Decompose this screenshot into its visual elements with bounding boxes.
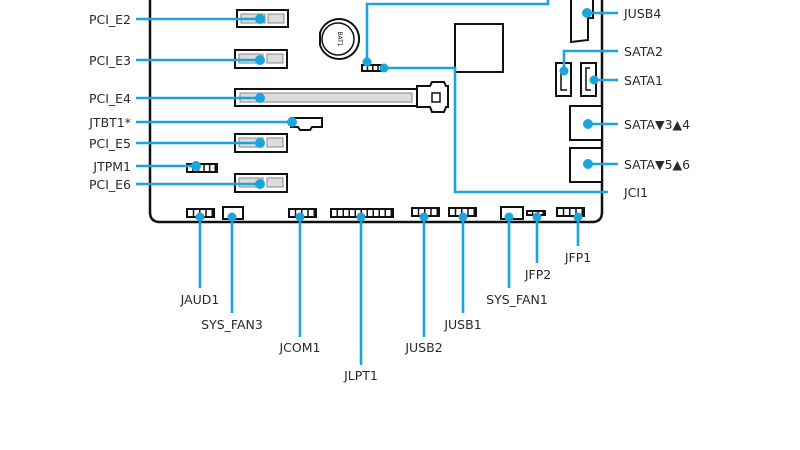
label-jtbt1: JTBT1* [88, 115, 131, 130]
connector-dots [191, 8, 599, 222]
label-jtpm1: JTPM1 [92, 159, 131, 174]
label-pci-e5: PCI_E5 [89, 136, 131, 151]
header-pin [199, 165, 204, 171]
header-pin [468, 209, 474, 215]
label-jfp2: JFP2 [524, 267, 551, 282]
header-pin [558, 209, 563, 215]
header-pin [344, 210, 349, 216]
label-pci-e2: PCI_E2 [89, 12, 131, 27]
pci-e4-slot [234, 81, 449, 113]
label-jusb2: JUSB2 [404, 340, 442, 355]
header-pin [373, 66, 378, 70]
header-pin [538, 212, 543, 214]
header-pin [194, 210, 199, 216]
label-sys-fan3: SYS_FAN3 [201, 317, 263, 332]
header-pin [528, 212, 532, 214]
header-pin [362, 210, 367, 216]
header-pin [380, 210, 385, 216]
label-sys-fan1: SYS_FAN1 [486, 292, 548, 307]
header-pin [308, 210, 314, 216]
header-pin [302, 210, 308, 216]
header-pin [386, 210, 391, 216]
label-pci-e3: PCI_E3 [89, 53, 131, 68]
label-jaud1: JAUD1 [180, 292, 220, 307]
header-pin [356, 210, 361, 216]
header-pin [450, 209, 455, 215]
header-pin [374, 210, 379, 216]
header-pin [368, 66, 372, 70]
battery-label: BAT1 [336, 31, 343, 46]
header-pin [290, 210, 295, 216]
label-jfp1: JFP1 [564, 250, 591, 265]
header-pin [350, 210, 355, 216]
board-outline [148, 0, 604, 224]
sata1-port [580, 62, 597, 97]
header-pin [564, 209, 569, 215]
label-sata34: SATA▼3▲4 [624, 117, 690, 132]
leader-lines [136, 0, 618, 365]
header-pin [338, 210, 343, 216]
header-pin [206, 210, 212, 216]
jtbt1-connector [290, 117, 323, 131]
battery-bat1: BAT1 [319, 18, 360, 60]
header-pin [188, 165, 193, 171]
header-pin [570, 209, 576, 215]
label-sata2: SATA2 [624, 44, 663, 59]
label-jusb4: JUSB4 [623, 6, 661, 21]
header-pin [462, 209, 468, 215]
header-pin [431, 209, 437, 215]
header-pin [200, 210, 206, 216]
label-sata1: SATA1 [624, 73, 663, 88]
label-jcom1: JCOM1 [279, 340, 321, 355]
label-jci1: JCI1 [623, 185, 648, 200]
header-pin [204, 165, 209, 171]
header-pin [332, 210, 337, 216]
label-pci-e6: PCI_E6 [89, 177, 131, 192]
header-pin [413, 209, 418, 215]
label-jlpt1: JLPT1 [343, 368, 378, 383]
header-pin [210, 165, 215, 171]
header-pin [576, 209, 582, 215]
header-pin [188, 210, 193, 216]
label-sata56: SATA▼5▲6 [624, 157, 690, 172]
pci-e6-slot [234, 173, 288, 193]
header-pin [368, 210, 373, 216]
label-jusb1: JUSB1 [443, 317, 481, 332]
jusb4-connector [570, 0, 594, 44]
chipset [454, 23, 504, 73]
header-pin [419, 209, 424, 215]
header-pin [456, 209, 461, 215]
label-pci-e4: PCI_E4 [89, 91, 131, 106]
header-pin [425, 209, 431, 215]
header-pin [363, 66, 367, 70]
